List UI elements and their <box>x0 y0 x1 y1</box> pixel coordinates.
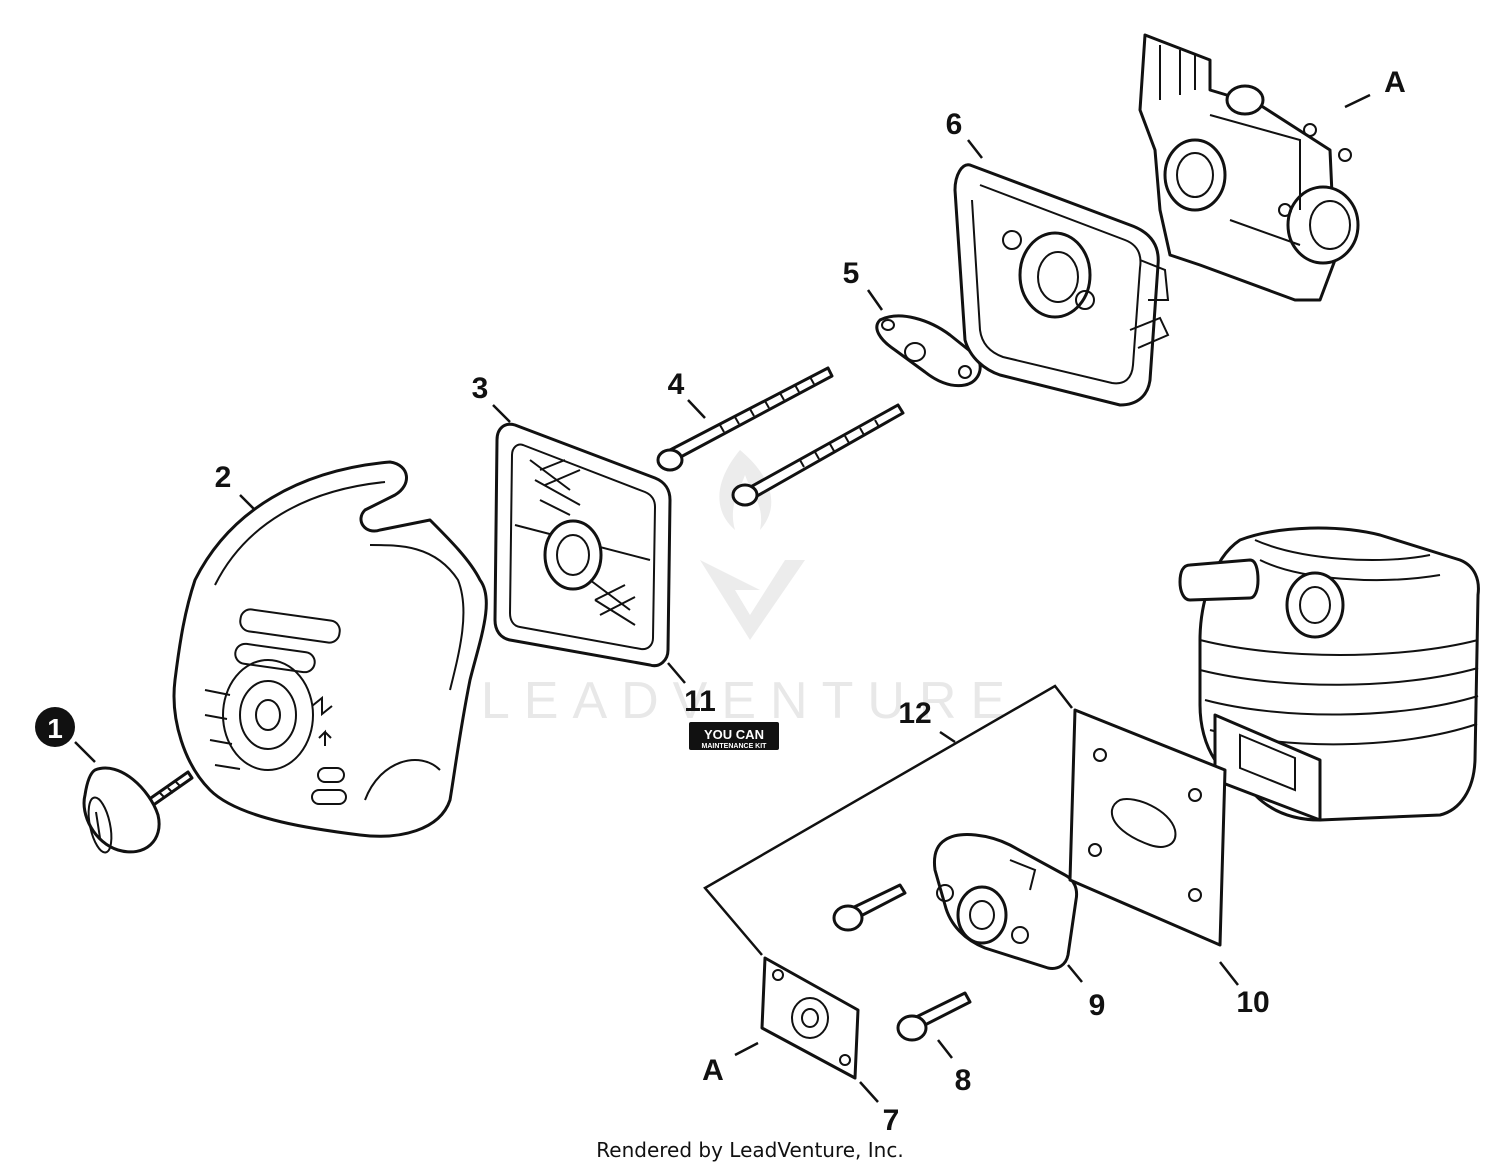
part-3-air-filter[interactable] <box>493 422 672 668</box>
callout-12: 12 <box>898 697 931 730</box>
callout-11: 11 <box>684 685 716 718</box>
part-6-air-box[interactable] <box>953 163 1170 407</box>
ref-a-bottom: A <box>702 1054 724 1087</box>
part-2-air-cover[interactable] <box>172 460 488 838</box>
badge-line2: MAINTENANCE KIT <box>702 743 768 750</box>
leader-lines <box>74 93 1371 1103</box>
credit-text: Rendered by LeadVenture, Inc. <box>596 1138 903 1162</box>
part-5-spacer[interactable] <box>875 314 982 388</box>
carburetor[interactable] <box>1138 33 1360 302</box>
part-1-knob[interactable] <box>82 766 194 854</box>
ref-a-top: A <box>1384 66 1406 99</box>
callout-4: 4 <box>668 368 685 401</box>
callout-9: 9 <box>1089 989 1106 1022</box>
callout-1: 1 <box>47 713 63 744</box>
part-7-gasket[interactable] <box>760 956 860 1080</box>
callout-3: 3 <box>472 372 489 405</box>
callout-1-disc <box>35 707 75 747</box>
callout-10: 10 <box>1236 986 1269 1019</box>
watermark-logo <box>700 450 805 640</box>
watermark-text: LEADVENTURE <box>481 672 1019 730</box>
bracket-12 <box>703 684 1073 956</box>
callout-8: 8 <box>955 1064 972 1097</box>
callout-6: 6 <box>946 108 963 141</box>
callout-2: 2 <box>215 461 232 494</box>
callout-5: 5 <box>843 257 860 290</box>
part-9-insulator[interactable] <box>933 833 1079 970</box>
you-can-kit-badge: YOU CAN MAINTENANCE KIT <box>689 722 779 750</box>
badge-line1: YOU CAN <box>704 727 764 742</box>
callout-7: 7 <box>883 1104 900 1137</box>
part-8-screws[interactable] <box>832 883 972 1042</box>
cylinder[interactable] <box>1178 526 1480 822</box>
part-4-bolts[interactable] <box>656 366 905 507</box>
part-10-gasket[interactable] <box>1068 708 1227 947</box>
